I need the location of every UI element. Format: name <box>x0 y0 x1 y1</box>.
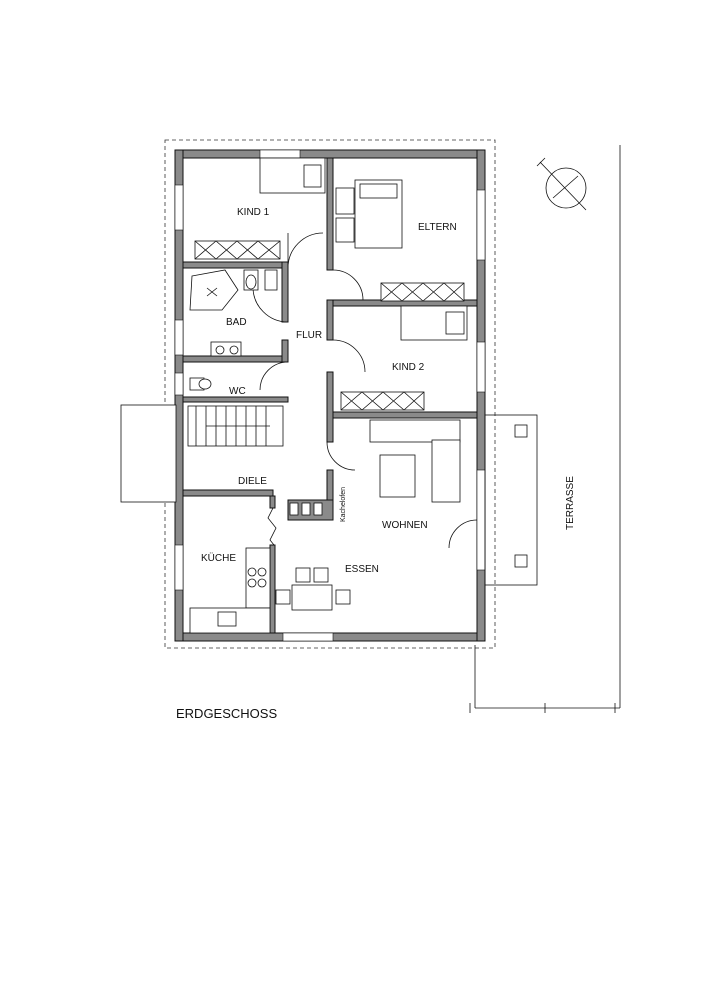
room-label-kachelofen: Kachelofen <box>340 487 347 522</box>
living-furniture <box>275 419 461 611</box>
room-label-bad: BAD <box>226 317 247 328</box>
room-label-essen: ESSEN <box>345 564 379 575</box>
room-label-kind1: KIND 1 <box>237 207 270 218</box>
room-label-flur: FLUR <box>296 330 322 341</box>
room-label-diele: DIELE <box>238 476 267 487</box>
kitchen-counters <box>189 547 271 634</box>
roof-outline <box>164 139 496 649</box>
floor-title: ERDGESCHOSS <box>176 706 277 721</box>
room-label-eltern: ELTERN <box>418 222 457 233</box>
exterior-walls <box>174 149 486 642</box>
room-label-kind2: KIND 2 <box>392 362 425 373</box>
wardrobes <box>194 240 465 411</box>
compass-icon <box>536 157 587 211</box>
staircase <box>120 404 284 503</box>
bath-fixtures <box>189 269 278 391</box>
terrace <box>469 145 621 713</box>
room-label-wc: WC <box>229 386 246 397</box>
room-label-kueche: KÜCHE <box>201 552 236 564</box>
room-label-wohnen: WOHNEN <box>382 520 428 531</box>
beds <box>259 157 468 341</box>
terrace-label: TERRASSE <box>565 476 576 530</box>
interior-walls <box>182 157 478 634</box>
doors <box>252 232 478 549</box>
